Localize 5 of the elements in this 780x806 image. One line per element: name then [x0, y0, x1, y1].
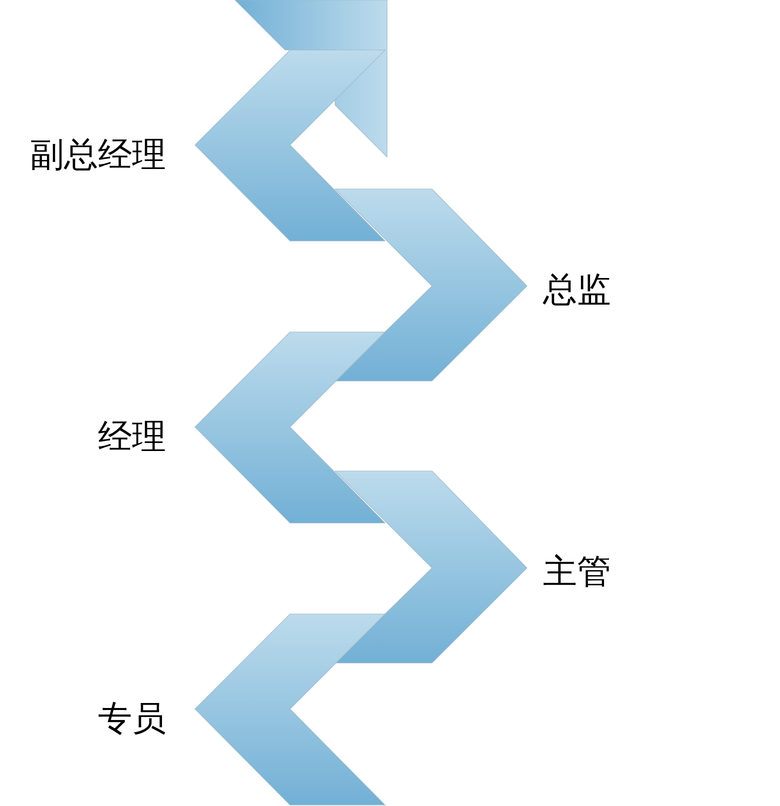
level-label: 总监: [543, 270, 611, 310]
level-label: 主管: [543, 552, 611, 592]
level-label: 副总经理: [30, 135, 166, 175]
level-label: 经理: [98, 417, 166, 457]
level-label: 专员: [98, 699, 166, 739]
